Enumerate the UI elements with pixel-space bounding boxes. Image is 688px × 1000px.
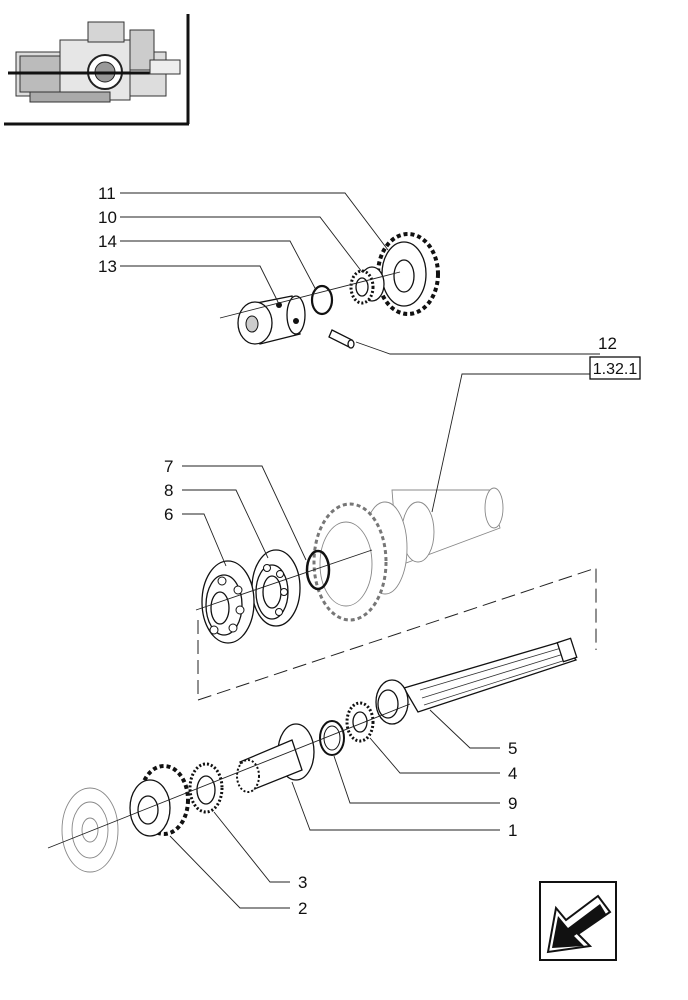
callout-3: 3 (298, 873, 307, 892)
back-arrow-icon[interactable] (539, 881, 617, 961)
snap-ring-14 (310, 284, 334, 316)
callout-12: 12 (598, 334, 617, 353)
callout-8: 8 (164, 481, 173, 500)
leader-lines (120, 192, 600, 909)
dowel-pin-12 (328, 329, 355, 349)
location-thumbnail (4, 14, 190, 126)
sleeve-13 (237, 295, 306, 345)
callout-5: 5 (508, 739, 517, 758)
callout-10: 10 (98, 208, 117, 227)
reference-gear-assembly (312, 487, 504, 622)
upper-gear-11 (376, 232, 440, 316)
reference-box: 1.32.1 (589, 356, 641, 380)
circlip-7 (305, 549, 331, 591)
callout-1: 1 (508, 821, 517, 840)
callout-2: 2 (298, 899, 307, 918)
callout-4: 4 (508, 764, 517, 783)
ball-bearing-6 (201, 560, 255, 644)
ball-bearing-8 (251, 549, 301, 627)
callout-7: 7 (164, 457, 173, 476)
callout-13: 13 (98, 257, 117, 276)
transmission-assembly-thumbnail (8, 21, 181, 103)
needle-bearing-3 (188, 762, 224, 814)
main-shaft-5 (375, 637, 578, 725)
callout-11: 11 (98, 184, 116, 203)
gear-2 (129, 764, 190, 837)
callout-6: 6 (164, 505, 173, 524)
reference-coupling (61, 787, 119, 873)
callout-14: 14 (98, 232, 117, 251)
callout-9: 9 (508, 794, 517, 813)
needle-bearing-10 (349, 266, 385, 305)
reference-box-label: 1.32.1 (593, 361, 638, 378)
hub-sleeve-1 (236, 723, 315, 793)
needle-bearing-4 (345, 701, 375, 743)
